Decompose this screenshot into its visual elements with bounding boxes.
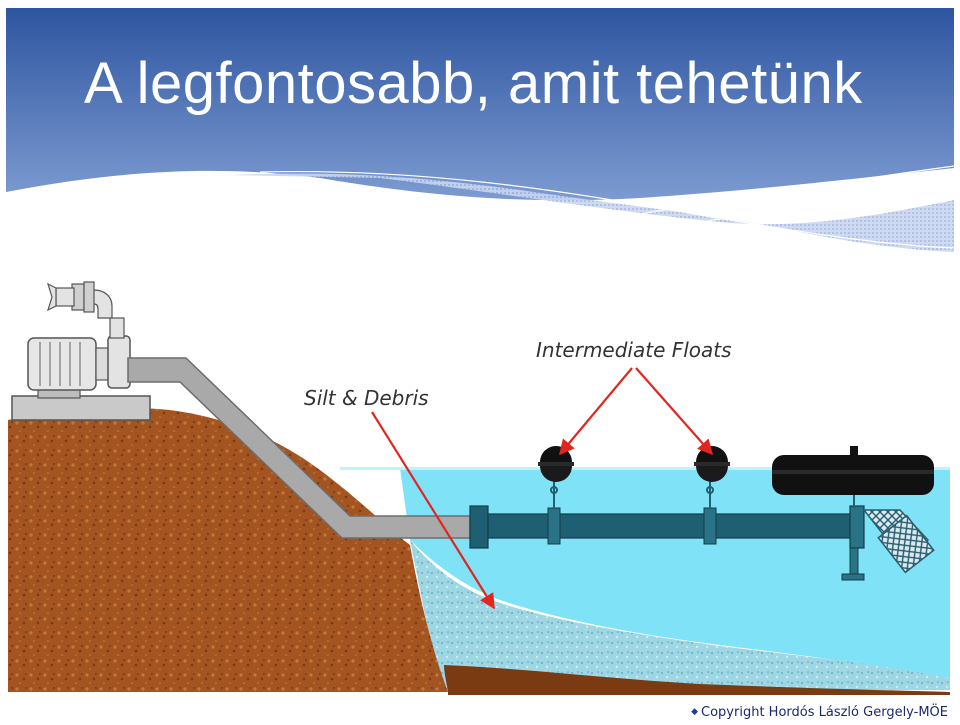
intake-strainer — [862, 509, 935, 574]
label-intermediate-floats: Intermediate Floats — [536, 338, 732, 362]
header-band — [6, 8, 955, 252]
copyright-footer: ◆Copyright Hordós László Gergely-MÖE — [691, 705, 948, 720]
label-silt-debris: Silt & Debris — [304, 386, 429, 410]
end-float — [772, 446, 934, 508]
soil — [8, 408, 448, 692]
lake-bed — [444, 665, 950, 695]
water-surface — [340, 467, 950, 470]
annotation-arrows — [371, 367, 714, 610]
intake-pipe — [469, 505, 865, 581]
diamond-bullet-icon: ◆ — [691, 707, 699, 717]
copyright-text: Copyright Hordós László Gergely-MÖE — [701, 705, 948, 720]
pump — [11, 281, 151, 421]
slide-title: A legfontosabb, amit tehetünk — [84, 51, 863, 116]
silt-layer — [410, 540, 950, 690]
